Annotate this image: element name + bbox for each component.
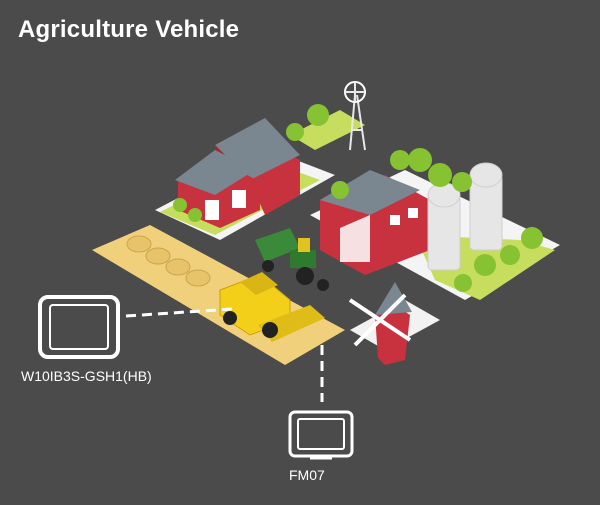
hay-bale	[145, 247, 171, 265]
tree	[173, 198, 187, 212]
tablet-label: W10IB3S-GSH1(HB)	[21, 368, 152, 384]
hay-bale	[185, 269, 211, 287]
tree	[521, 227, 543, 249]
connector-tablet-to-harvester	[125, 307, 233, 318]
hay-bale	[126, 235, 152, 253]
hay-bales	[126, 235, 211, 287]
grass-patch-windpump	[290, 110, 365, 150]
tree	[390, 150, 410, 170]
tree	[452, 172, 472, 192]
windmill	[348, 282, 412, 365]
barn-main	[320, 170, 430, 275]
monitor-label: FM07	[289, 467, 325, 483]
tree	[474, 254, 496, 276]
tree	[188, 208, 202, 222]
barn-front	[175, 150, 260, 228]
trees	[173, 104, 543, 292]
tree	[428, 163, 452, 187]
tree	[500, 245, 520, 265]
hay-bale	[165, 258, 191, 276]
silos	[427, 162, 503, 271]
windpump	[344, 81, 366, 151]
tree	[307, 104, 329, 126]
monitor-icon	[288, 410, 354, 460]
tablet-icon	[38, 295, 120, 359]
tree	[454, 274, 472, 292]
tree	[408, 148, 432, 172]
tree	[331, 181, 349, 199]
tree	[286, 123, 304, 141]
page-title: Agriculture Vehicle	[18, 16, 240, 43]
combine-harvester	[219, 272, 325, 342]
tractor	[255, 228, 329, 291]
